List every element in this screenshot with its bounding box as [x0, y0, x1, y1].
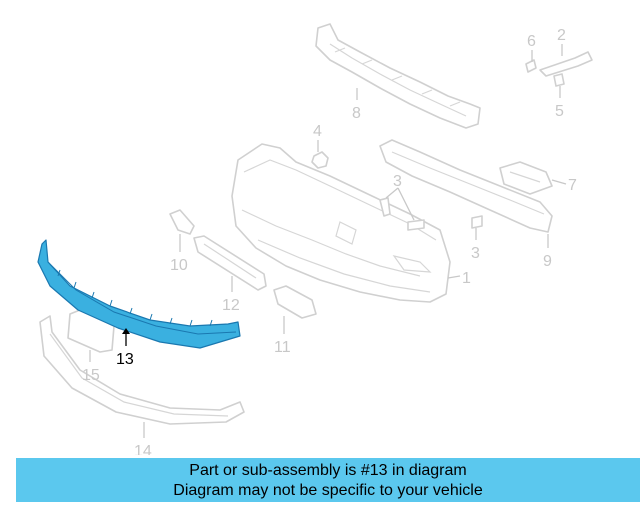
- parts-diagram: 1 2 3 3 4 5 6 7 8 9 10 11 12 13 14 15: [37, 23, 593, 455]
- callout-7: 7: [568, 177, 577, 194]
- callout-13: 13: [116, 351, 134, 368]
- callout-10: 10: [170, 257, 188, 274]
- part-9-absorber: [379, 139, 553, 233]
- callout-1: 1: [462, 270, 471, 287]
- banner-line-1: Part or sub-assembly is #13 in diagram: [189, 462, 467, 479]
- callout-11: 11: [274, 339, 291, 356]
- part-7-bracket: [499, 161, 553, 195]
- callout-9: 9: [543, 253, 552, 270]
- part-3-bolts: [379, 197, 483, 231]
- callout-2: 2: [557, 27, 566, 44]
- callout-5: 5: [555, 103, 564, 120]
- part-13-spoiler: [37, 239, 241, 349]
- part-11-cover: [273, 285, 317, 319]
- callout-4: 4: [313, 123, 322, 140]
- part-14-lower-valance: [39, 315, 245, 425]
- callout-labels: 1 2 3 3 4 5 6 7 8 9 10 11 12 13 14 15: [82, 27, 577, 455]
- part-2-bracket: [539, 51, 593, 77]
- callout-8: 8: [352, 105, 361, 122]
- part-10-grille: [169, 209, 195, 235]
- part-8-upper-reinforcement: [315, 23, 481, 129]
- banner-line-2: Diagram may not be specific to your vehi…: [173, 482, 483, 499]
- callout-15: 15: [82, 367, 100, 384]
- callout-6: 6: [527, 33, 536, 50]
- part-6-clip: [525, 59, 537, 73]
- leader-lines: [89, 44, 567, 438]
- part-5-screw: [553, 73, 565, 87]
- callout-12: 12: [222, 297, 240, 314]
- part-4-nut: [311, 151, 329, 169]
- part-12-grille: [193, 235, 267, 291]
- callout-3: 3: [393, 173, 402, 190]
- callout-3-lower: 3: [471, 245, 480, 262]
- part-info-banner: Part or sub-assembly is #13 in diagram D…: [16, 458, 640, 502]
- callout-14: 14: [134, 443, 152, 455]
